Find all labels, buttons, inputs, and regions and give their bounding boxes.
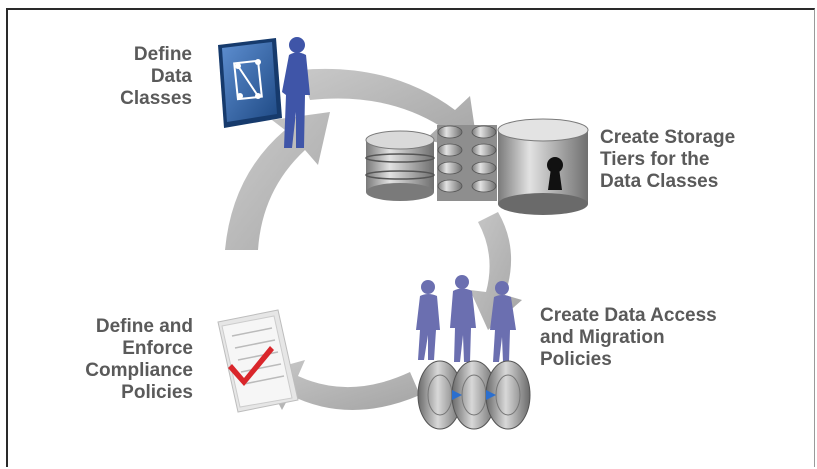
disk-migration-icon: [417, 360, 531, 430]
checklist-document-icon: [217, 309, 299, 413]
step-label-line: Define and: [95, 316, 193, 337]
step-label-line: Data: [150, 66, 192, 87]
person-icon: [282, 37, 310, 148]
step-label-line: Define: [133, 44, 192, 65]
data-classes-board-icon: [218, 38, 282, 128]
step-create-access-migration-policies: Create Data Access and Migration Policie…: [540, 305, 800, 371]
step-label-line: Compliance: [85, 360, 193, 381]
step-label-line: Classes: [120, 88, 192, 109]
step-create-storage-tiers: Create Storage Tiers for the Data Classe…: [600, 127, 800, 193]
figure-frame: [6, 8, 815, 467]
person-icon: [450, 275, 476, 362]
step-define-data-classes: Define Data Classes: [80, 44, 192, 110]
step-label-line: Enforce: [122, 338, 193, 359]
step-label-line: Tiers for the: [600, 149, 710, 170]
step-label-line: and Migration: [540, 327, 665, 348]
disk-array-icon: [437, 125, 497, 201]
person-icon: [416, 280, 440, 360]
people-group-icon: [416, 275, 516, 362]
cycle-arrow-top: [300, 68, 478, 150]
checkmark-icon: [228, 346, 274, 386]
cycle-arrow-bottom: [262, 360, 420, 410]
database-stack-icon: [365, 130, 435, 201]
step-label-line: Create Storage: [600, 127, 736, 148]
step-label-line: Create Data Access: [540, 305, 717, 326]
step-label-line: Policies: [121, 382, 193, 403]
person-icon: [490, 281, 516, 362]
step-label-line: Data Classes: [600, 171, 719, 192]
locked-cylinder-icon: [497, 118, 589, 215]
step-define-enforce-compliance: Define and Enforce Compliance Policies: [40, 316, 193, 404]
cycle-arrow-left: [225, 112, 330, 250]
step-label-line: Policies: [540, 349, 612, 370]
